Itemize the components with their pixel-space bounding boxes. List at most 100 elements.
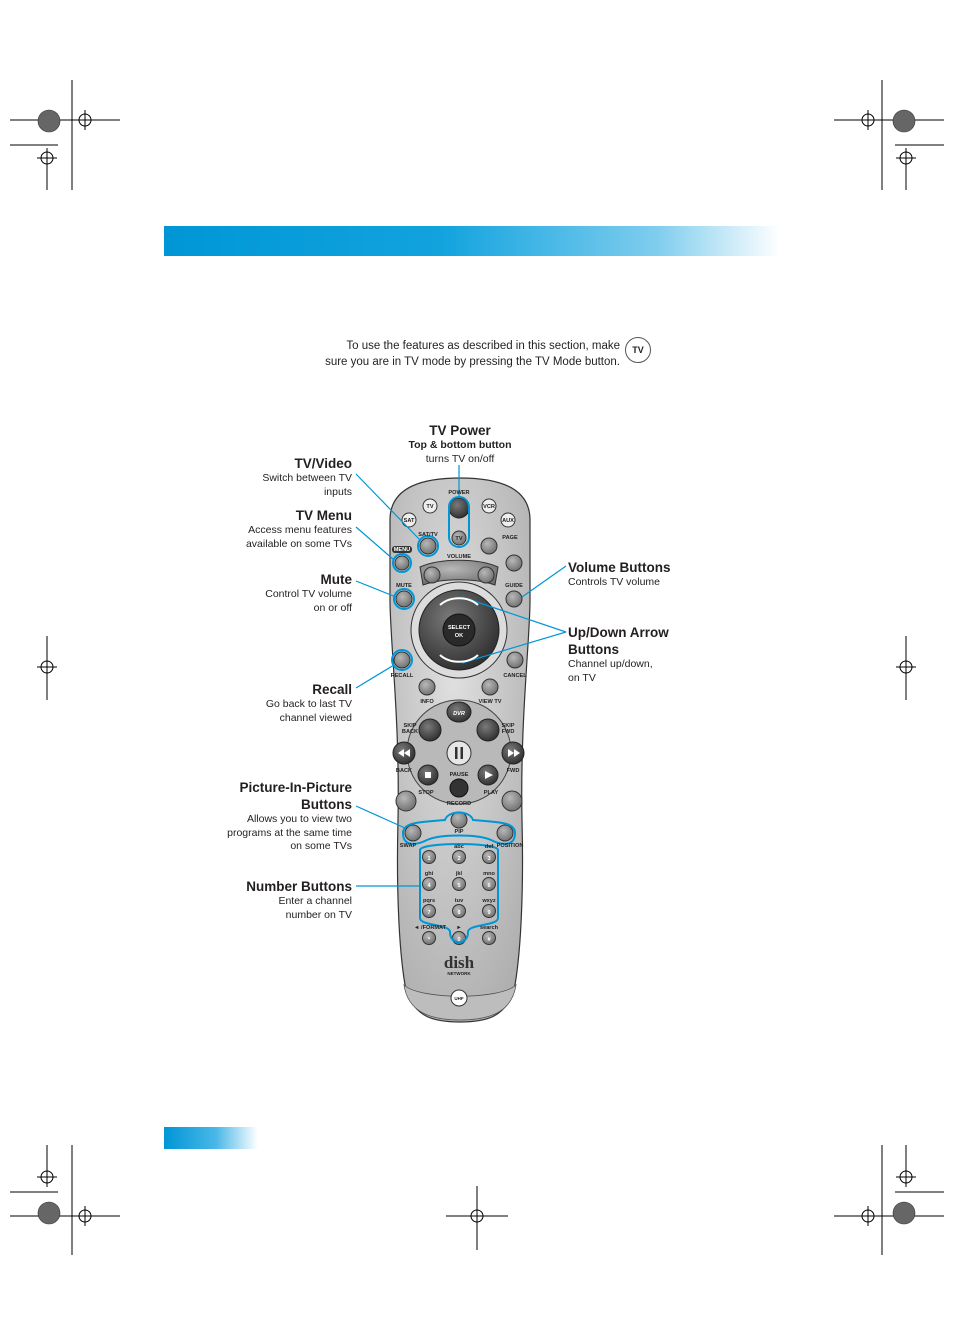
pause-icon-bar2 — [460, 747, 463, 759]
callout-recall: Recall Go back to last TV channel viewed — [202, 681, 352, 725]
tv-mode-label: TV — [426, 504, 433, 510]
up-arrow-icon — [439, 597, 479, 606]
key-1 — [422, 850, 436, 864]
callout-updown-title2: Buttons — [568, 642, 619, 657]
mute-button — [395, 590, 413, 608]
sat-tv-input-button — [419, 537, 437, 555]
key-8-label: 8 — [457, 910, 460, 916]
vcr-mode-label: VCR — [483, 504, 495, 510]
sat-mode-label: SAT — [404, 518, 415, 524]
key-2 — [452, 850, 466, 864]
aux-mode-button — [500, 512, 516, 528]
callout-recall-desc1: Go back to last TV — [265, 698, 352, 710]
vcr-mode-button — [481, 498, 497, 514]
recall-label: RECALL — [391, 673, 414, 679]
view-tv-label: VIEW TV — [479, 699, 502, 705]
callout-number-title: Number Buttons — [246, 879, 352, 894]
ff-icon-2 — [514, 749, 520, 757]
mute-label: MUTE — [396, 583, 412, 589]
key-star-label: * — [428, 937, 431, 943]
stop-label: STOP — [418, 790, 433, 796]
page-up-button — [480, 537, 498, 555]
info-button — [418, 678, 436, 696]
intro-line-1: To use the features as described in this… — [346, 340, 620, 352]
wxyz-label: wxyz — [481, 898, 496, 904]
skip-back-label-2: BACK — [402, 729, 418, 735]
key-5 — [452, 877, 466, 891]
tv-mode-button-icon: TV — [625, 337, 651, 363]
r-button — [395, 790, 417, 812]
sat-mode-button — [401, 512, 417, 528]
tv-mode-button — [422, 498, 438, 514]
mno-label: mno — [483, 871, 495, 877]
play-icon — [485, 771, 493, 779]
brand-logo: dish — [444, 953, 475, 972]
pause-icon-bar1 — [455, 747, 458, 759]
tv-small-label: TV — [455, 536, 462, 542]
mute-line — [355, 580, 397, 598]
fwd-label: FWD — [507, 768, 520, 774]
skip-fwd-label: SKIP — [501, 723, 514, 729]
info-label: INFO — [420, 699, 434, 705]
intro-line-2: sure you are in TV mode by pressing the … — [325, 356, 620, 368]
tv-video-highlight — [417, 535, 439, 557]
ghi-label: ghi — [425, 871, 434, 877]
key-7 — [422, 904, 436, 918]
pause-button — [446, 740, 472, 766]
key-hash-label: # — [487, 937, 491, 943]
skip-back-button — [418, 718, 442, 742]
record-label: RECORD — [447, 801, 471, 807]
callout-number-desc2: number on TV — [285, 908, 352, 921]
guide-label: GUIDE — [505, 583, 523, 589]
select-ok-button — [442, 613, 476, 647]
pqrs-label: pqrs — [423, 898, 435, 904]
key-4 — [422, 877, 436, 891]
callout-number-desc1: Enter a channel — [278, 895, 352, 907]
swap-button — [404, 824, 422, 842]
callout-volume: Volume Buttons Controls TV volume — [568, 559, 728, 590]
key-1-label: 1 — [427, 856, 430, 862]
pip-label: PIP — [454, 829, 463, 835]
key-4-label: 4 — [427, 883, 431, 889]
globe-button — [501, 790, 523, 812]
callout-updown: Up/Down Arrow Buttons Channel up/down, o… — [568, 624, 728, 685]
record-button — [449, 778, 469, 798]
def-label: def — [485, 844, 494, 850]
updown-line-bottom — [461, 631, 567, 664]
tv-power-bottom-button — [451, 530, 467, 546]
select-label: SELECT — [448, 625, 471, 631]
callout-tv-power: TV Power Top & bottom button turns TV on… — [380, 422, 540, 466]
menu-button — [394, 555, 410, 571]
key-8 — [452, 904, 466, 918]
callout-pip-desc3: on some TVs — [290, 840, 352, 852]
back-label: BACK — [396, 768, 412, 774]
skip-fwd-label-2: FWD — [502, 729, 515, 735]
callout-tv-video-desc2: inputs — [323, 485, 352, 498]
format-label: ◄ /FORMAT — [414, 925, 447, 931]
tv-menu-line — [355, 526, 395, 561]
stop-icon — [425, 772, 431, 778]
uhf-badge — [450, 989, 468, 1007]
key-2-label: 2 — [457, 856, 460, 862]
callout-mute: Mute Control TV volume on or off — [202, 571, 352, 615]
ff-icon — [508, 749, 514, 757]
position-button — [496, 824, 514, 842]
callout-tv-menu: TV Menu Access menu features available o… — [202, 507, 352, 551]
key-0-label: 0 — [457, 937, 460, 943]
play-label: PLAY — [484, 790, 499, 796]
callout-mute-desc2: on or off — [313, 601, 352, 614]
tuv-label: tuv — [455, 898, 464, 904]
skip-fwd-button — [476, 718, 500, 742]
callout-tv-video-title: TV/Video — [294, 456, 352, 471]
callout-tv-video: TV/Video Switch between TV inputs — [202, 455, 352, 499]
callout-tv-power-desc-bold: Top & bottom button — [408, 439, 512, 451]
callout-updown-desc2: on TV — [568, 671, 596, 684]
aux-mode-label: AUX — [502, 518, 514, 524]
callout-pip-title2: Buttons — [301, 797, 352, 812]
abc-label: abc — [454, 844, 464, 850]
key-3 — [482, 850, 496, 864]
number-keypad — [422, 850, 496, 945]
menu-highlight — [392, 553, 412, 573]
